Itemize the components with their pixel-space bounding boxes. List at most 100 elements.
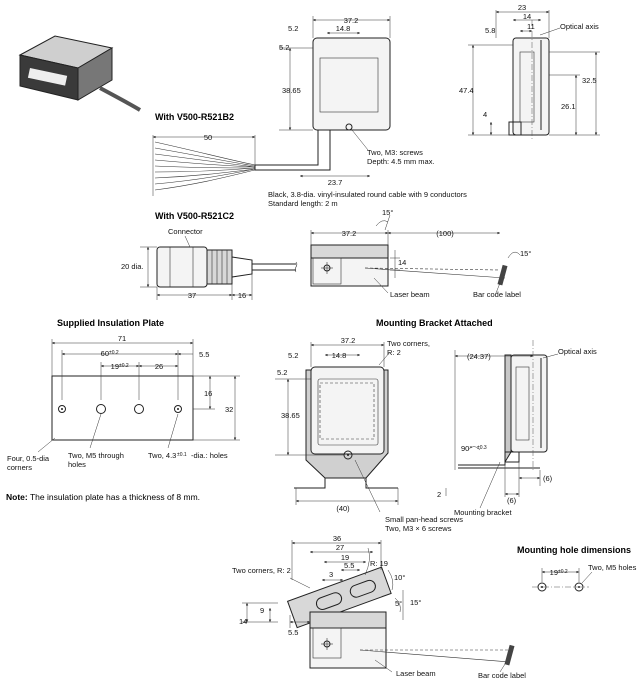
dim-16: 16 xyxy=(204,389,212,398)
holes-note-2: ±0.1 xyxy=(177,452,187,458)
bar-code-label: Bar code label xyxy=(473,290,521,299)
dim-71: 71 xyxy=(118,334,126,343)
cable-note-2: Standard length: 2 m xyxy=(268,199,338,208)
dim-19: 19 xyxy=(111,362,119,371)
bracket-optical-axis: Optical axis xyxy=(558,347,597,356)
cable-flying-leads xyxy=(152,135,300,196)
bracket-dim-38-65: 38.65 xyxy=(281,411,300,420)
dim-14: 14 xyxy=(523,12,531,21)
angled-r19: R: 19 xyxy=(370,559,388,568)
angle-15-a: 15° xyxy=(382,208,393,217)
bracket-dim-5-2-b: 5.2 xyxy=(277,368,287,377)
bracket-corners-2: R: 2 xyxy=(387,348,401,357)
cable-note-1: Black, 3.8-dia. vinyl-insulated round ca… xyxy=(268,190,467,199)
dim-100: (100) xyxy=(436,229,454,238)
product-isometric-sketch xyxy=(18,35,142,112)
screws-note-1: Two, M3: screws xyxy=(367,148,423,157)
dim-20-dia: 20 dia. xyxy=(121,262,144,271)
bracket-screws-2: Two, M3 × 6 screws xyxy=(385,524,452,533)
bracket-dim-5-2-a: 5.2 xyxy=(288,351,298,360)
bracket-angle-90-tol: ±0.3 xyxy=(477,445,487,451)
dim-5-5: 5.5 xyxy=(199,350,209,359)
angled-a5: 5° xyxy=(395,599,402,608)
mounting-holes-drawing xyxy=(532,568,593,592)
connector-view xyxy=(140,235,298,300)
bracket-dim-6-b: (6) xyxy=(507,496,517,505)
angled-dim-9: 9 xyxy=(260,606,264,615)
dim-5-2-b: 5.2 xyxy=(279,43,289,52)
bracket-dim-40: (40) xyxy=(336,504,350,513)
bracket-angle-90: 90° xyxy=(461,444,472,453)
bracket-corners-1: Two corners, xyxy=(387,339,430,348)
mounting-hole-dim: 19 xyxy=(550,568,558,577)
angled-dim-36: 36 xyxy=(333,534,341,543)
mounting-holes-note: Two, M5 holes xyxy=(588,563,637,572)
corners-note-1: Four, 0.5-dia xyxy=(7,454,50,463)
mounting-bracket-label: Mounting bracket xyxy=(454,508,512,517)
dim-38-65: 38.65 xyxy=(282,86,301,95)
dim-37-2: 37.2 xyxy=(344,16,359,25)
dim-32: 32 xyxy=(225,405,233,414)
side-view xyxy=(468,10,600,140)
note-label: Note: xyxy=(6,492,28,502)
laser-beam-label: Laser beam xyxy=(390,290,430,299)
bracket-screws-1: Small pan-head screws xyxy=(385,515,463,524)
angled-bar-code-label: Bar code label xyxy=(478,671,526,680)
dim-4: 4 xyxy=(483,110,487,119)
insulation-plate-drawing xyxy=(37,339,240,453)
m5-note-2: holes xyxy=(68,460,86,469)
corners-note-2: corners xyxy=(7,463,32,472)
mounting-hole-dim-tol: ±0.2 xyxy=(558,569,568,575)
angled-a15: 15° xyxy=(410,598,421,607)
bracket-dim-6-a: (6) xyxy=(543,474,553,483)
dim-14-front: 14 xyxy=(398,258,406,267)
dim-11: 11 xyxy=(527,22,535,31)
dim-60: 60 xyxy=(101,349,109,358)
dim-60-tol: ±0.2 xyxy=(109,350,119,356)
dim-50: 50 xyxy=(204,133,212,142)
dim-23: 23 xyxy=(518,3,526,12)
bracket-dim-2: 2 xyxy=(437,490,441,499)
dim-26-1: 26.1 xyxy=(561,102,576,111)
bracket-view-title: Mounting Bracket Attached xyxy=(376,318,493,328)
dim-5-2-a: 5.2 xyxy=(288,24,298,33)
dim-32-5: 32.5 xyxy=(582,76,597,85)
connector-label: Connector xyxy=(168,227,203,236)
dim-37: 37 xyxy=(188,291,196,300)
bracket-front-view xyxy=(275,342,399,513)
dim-23-7: 23.7 xyxy=(328,178,343,187)
connector-view-title: With V500-R521C2 xyxy=(155,211,234,221)
note-text: The insulation plate has a thickness of … xyxy=(28,492,200,502)
mounting-holes-title: Mounting hole dimensions xyxy=(517,545,631,555)
angled-dim-3: 3 xyxy=(329,570,333,579)
dim-37-2-front: 37.2 xyxy=(342,229,357,238)
front-view-laser xyxy=(310,214,521,294)
dim-16: 16 xyxy=(238,291,246,300)
holes-note-1: Two, 4.3 xyxy=(148,451,176,460)
dim-47-4: 47.4 xyxy=(459,86,474,95)
optical-axis-label: Optical axis xyxy=(560,22,599,31)
angled-dim-5-5-a: 5.5 xyxy=(344,561,354,570)
plate-thickness-note: Note: The insulation plate has a thickne… xyxy=(6,492,200,502)
angled-dim-5-5-b: 5.5 xyxy=(288,628,298,637)
bracket-dim-24-37: (24.37) xyxy=(467,352,491,361)
holes-note-3: -dia.: holes xyxy=(191,451,228,460)
top-view-title: With V500-R521B2 xyxy=(155,112,234,122)
screws-note-2: Depth: 4.5 mm max. xyxy=(367,157,435,166)
angled-dim-19: 19 xyxy=(341,553,349,562)
bracket-dim-14-8: 14.8 xyxy=(332,351,347,360)
angled-dim-14: 14 xyxy=(239,617,247,626)
insulation-plate-title: Supplied Insulation Plate xyxy=(57,318,164,328)
angle-15-b: 15° xyxy=(520,249,531,258)
angled-bracket-view xyxy=(242,540,515,673)
angled-a10: 10° xyxy=(394,573,405,582)
dim-26: 26 xyxy=(155,362,163,371)
dim-14-8: 14.8 xyxy=(336,24,351,33)
top-view xyxy=(279,16,391,178)
m5-note-1: Two, M5 through xyxy=(68,451,124,460)
angled-laser-beam: Laser beam xyxy=(396,669,436,678)
bracket-dim-37-2: 37.2 xyxy=(341,336,356,345)
angled-corners-note: Two corners, R: 2 xyxy=(232,566,291,575)
dim-5-8: 5.8 xyxy=(485,26,495,35)
